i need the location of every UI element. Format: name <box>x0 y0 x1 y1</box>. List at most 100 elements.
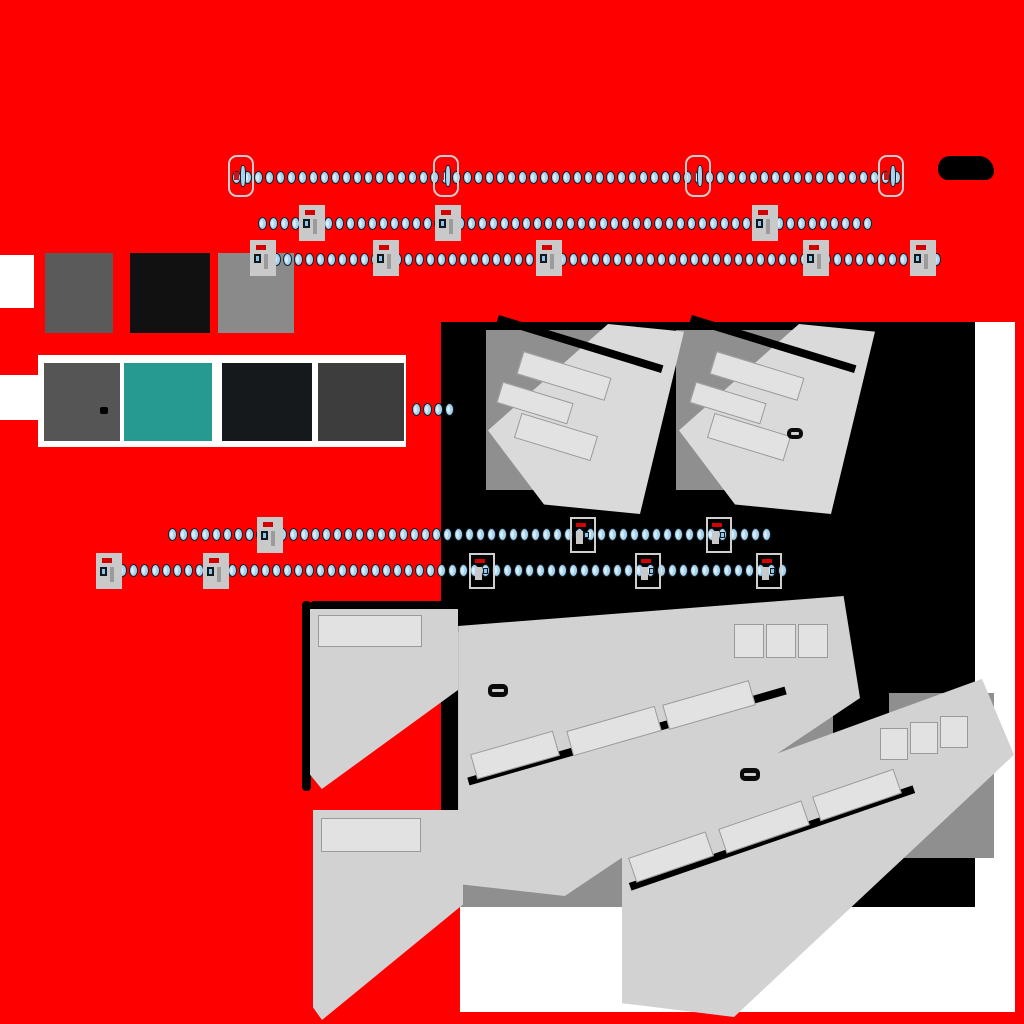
trail-dot <box>346 217 355 230</box>
marker-red-nub <box>233 172 239 180</box>
marker-square-icon <box>253 254 261 264</box>
trail-dot <box>382 564 391 577</box>
cursor-card-3[interactable] <box>752 205 778 241</box>
marker-square-icon <box>99 567 107 577</box>
trail-dot <box>797 217 806 230</box>
trail-dot <box>844 253 853 266</box>
cursor-card-7[interactable] <box>803 240 829 276</box>
marker-red-bar <box>101 558 113 563</box>
trail-dot <box>360 253 369 266</box>
trail-dot <box>507 171 516 184</box>
cursor-card-1[interactable] <box>299 205 325 241</box>
trail-dot <box>371 564 380 577</box>
marker-red-bar <box>208 558 220 563</box>
trail-dot <box>511 217 520 230</box>
slab-body <box>679 324 875 514</box>
marker-red-bar <box>440 210 452 215</box>
swatch-teal[interactable] <box>124 363 212 441</box>
trail-dot <box>569 253 578 266</box>
cursor-box-1[interactable] <box>570 517 596 553</box>
white-panel-left-notch-lower <box>0 375 40 420</box>
cursor-card-10[interactable] <box>96 553 122 589</box>
trail-dot <box>762 528 771 541</box>
trail-dot <box>674 528 683 541</box>
cursor-box-3[interactable] <box>469 553 495 589</box>
trail-dot <box>542 528 551 541</box>
trail-dot <box>520 528 529 541</box>
trail-dot <box>500 217 509 230</box>
marker-square-icon <box>806 254 814 264</box>
trail-dot <box>276 171 285 184</box>
trail-dot <box>300 528 309 541</box>
trail-row-4 <box>0 401 1024 419</box>
trail-dot <box>716 171 725 184</box>
trail-dot <box>690 253 699 266</box>
trail-dot <box>212 528 221 541</box>
trail-dot <box>228 564 237 577</box>
trail-dot <box>419 171 428 184</box>
trail-dot <box>577 217 586 230</box>
cursor-card-11[interactable] <box>203 553 229 589</box>
trail-dot <box>412 217 421 230</box>
trail-dot <box>190 528 199 541</box>
swatch-charcoal[interactable] <box>44 363 120 441</box>
cursor-ring-3[interactable] <box>685 155 711 197</box>
cursor-ring-4[interactable] <box>878 155 904 197</box>
trail-dot <box>498 528 507 541</box>
swatch-ink[interactable] <box>222 363 312 441</box>
cursor-ring-1[interactable] <box>228 155 254 197</box>
slab-slot-d <box>880 728 908 760</box>
cursor-card-8[interactable] <box>910 240 936 276</box>
cursor-card-9[interactable] <box>257 517 283 553</box>
cursor-card-5[interactable] <box>373 240 399 276</box>
trail-dot <box>305 253 314 266</box>
swatch-near-black[interactable] <box>130 253 210 333</box>
cursor-ring-2[interactable] <box>433 155 459 197</box>
trail-dot <box>344 528 353 541</box>
marker-red-bar <box>576 522 586 528</box>
trail-dot <box>639 171 648 184</box>
trail-dot <box>474 171 483 184</box>
trail-dot <box>360 564 369 577</box>
cursor-card-4[interactable] <box>250 240 276 276</box>
trail-dot <box>580 564 589 577</box>
trail-dot <box>632 217 641 230</box>
marker-red-bar <box>808 245 820 250</box>
swatch-gray-medium[interactable] <box>45 253 113 333</box>
marker-red-bar <box>762 558 772 564</box>
trail-dot <box>566 217 575 230</box>
trail-dot <box>745 564 754 577</box>
trail-dot <box>467 217 476 230</box>
cursor-card-2[interactable] <box>435 205 461 241</box>
trail-dot <box>459 564 468 577</box>
marker-stem <box>216 567 221 582</box>
marker-square-icon <box>539 254 547 264</box>
trail-dot <box>327 253 336 266</box>
trail-dot <box>421 528 430 541</box>
marker-square-icon <box>206 567 214 577</box>
trail-dot <box>298 171 307 184</box>
marker-stem <box>109 567 114 582</box>
trail-dot <box>366 528 375 541</box>
marker-square-icon <box>302 219 310 229</box>
trail-dot <box>250 564 259 577</box>
trail-dot <box>533 217 542 230</box>
marker-red-bar <box>541 245 553 250</box>
slab-pin <box>488 684 508 697</box>
trail-dot <box>492 564 501 577</box>
cursor-box-5[interactable] <box>756 553 782 589</box>
marker-pill-icon <box>445 165 452 187</box>
trail-dot <box>316 564 325 577</box>
cursor-box-4[interactable] <box>635 553 661 589</box>
trail-dot <box>349 564 358 577</box>
trail-dot <box>338 564 347 577</box>
trail-dot <box>630 528 639 541</box>
slab-slot-e <box>910 722 938 754</box>
cursor-box-2[interactable] <box>706 517 732 553</box>
swatch-dark-gray[interactable] <box>318 363 404 441</box>
marker-stem <box>386 254 391 269</box>
trail-dot <box>258 217 267 230</box>
trail-row-1 <box>0 169 1024 187</box>
cursor-card-6[interactable] <box>536 240 562 276</box>
trail-dot <box>184 564 193 577</box>
